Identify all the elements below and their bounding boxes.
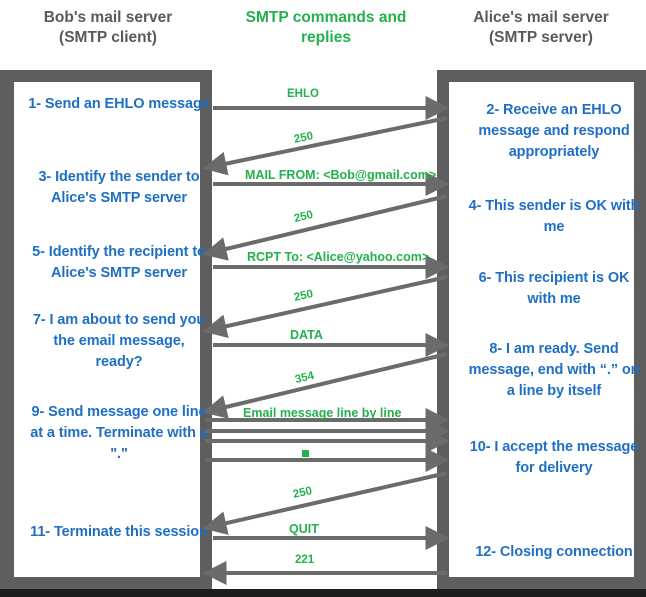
client-step-5: 5- Identify the recipient to Alice's SMT…	[32, 244, 206, 281]
server-step-8: 8- I am ready. Send message, end with “.…	[468, 341, 640, 399]
center-message-band	[212, 70, 437, 589]
client-step-3: 3- Identify the sender to Alice's SMTP s…	[38, 169, 200, 206]
bottom-strip	[0, 589, 646, 597]
header-client-line1: Bob's mail server	[43, 9, 173, 26]
header-server-line2: (SMTP server)	[489, 29, 593, 46]
server-step-2: 2- Receive an EHLO message and respond a…	[478, 102, 630, 160]
server-step-10: 10- I accept the message for delivery	[469, 439, 639, 476]
label-rcptto: RCPT To: <Alice@yahoo.com>	[247, 250, 430, 264]
header-client: Bob's mail server (SMTP client)	[2, 8, 214, 48]
header-center-line2: replies	[301, 29, 351, 46]
client-panel: 1- Send an EHLO message 3- Identify the …	[2, 70, 212, 589]
label-ehlo: EHLO	[287, 88, 319, 100]
header-center-line1: SMTP commands and	[245, 9, 407, 26]
server-panel: 2- Receive an EHLO message and respond a…	[437, 70, 646, 589]
server-step-12: 12- Closing connection	[475, 544, 633, 560]
header-client-line2: (SMTP client)	[59, 29, 157, 46]
label-body-dot	[302, 450, 309, 457]
header-center: SMTP commands and replies	[218, 8, 434, 48]
label-reply-221: 221	[295, 554, 315, 566]
left-edge-strip	[0, 70, 3, 589]
header-server-line1: Alice's mail server	[473, 9, 609, 26]
client-step-11: 11- Terminate this session	[30, 524, 208, 540]
client-step-7: 7- I am about to send you the email mess…	[32, 312, 206, 370]
header-server: Alice's mail server (SMTP server)	[436, 8, 646, 48]
label-mailfrom: MAIL FROM: <Bob@gmail.com>	[245, 168, 437, 182]
label-quit: QUIT	[289, 522, 319, 536]
server-step-6: 6- This recipient is OK with me	[478, 270, 630, 307]
server-panel-inner: 2- Receive an EHLO message and respond a…	[449, 82, 640, 577]
client-panel-inner: 1- Send an EHLO message 3- Identify the …	[14, 82, 210, 577]
label-body: Email message line by line	[243, 406, 402, 420]
client-step-1: 1- Send an EHLO message	[28, 96, 210, 112]
client-step-9: 9- Send message one line at a time. Term…	[30, 404, 208, 462]
label-data: DATA	[290, 328, 323, 342]
server-step-4: 4- This sender is OK with me	[468, 198, 640, 235]
